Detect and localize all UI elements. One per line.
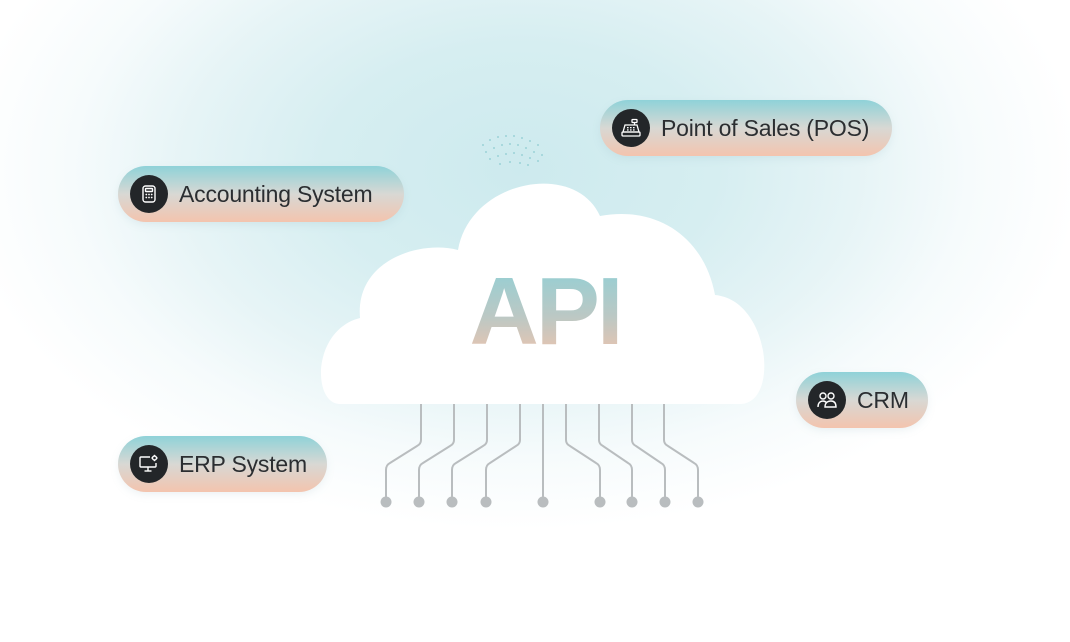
connector-line (598, 404, 633, 502)
connector-line (418, 404, 455, 502)
connector-endpoint (446, 496, 458, 508)
node-erp-system[interactable]: ERP System (118, 436, 327, 492)
node-label: Accounting System (179, 180, 373, 207)
node-label: Point of Sales (POS) (661, 114, 870, 141)
monitor-gear-icon (130, 445, 168, 483)
connector-endpoint (594, 496, 606, 508)
connector-endpoint (380, 496, 392, 508)
connector-line (663, 404, 699, 502)
dot-pattern (482, 135, 543, 166)
connector-endpoint (413, 496, 425, 508)
connector-line (451, 404, 488, 502)
connector-line (631, 404, 666, 502)
connector-endpoint (537, 496, 549, 508)
connector-line (385, 404, 422, 502)
connector-endpoint (480, 496, 492, 508)
calculator-icon (130, 175, 168, 213)
connector-endpoint (626, 496, 638, 508)
users-icon (808, 381, 846, 419)
connector-line (565, 404, 601, 502)
cloud-shape (321, 183, 765, 404)
cash-register-icon (612, 109, 650, 147)
node-accounting-system[interactable]: Accounting System (118, 166, 404, 222)
connector-endpoint (692, 496, 704, 508)
connector-line (485, 404, 521, 502)
connector-endpoint (659, 496, 671, 508)
node-point-of-sales[interactable]: Point of Sales (POS) (600, 100, 892, 156)
node-label: CRM (857, 386, 909, 413)
node-label: ERP System (179, 450, 307, 477)
api-label: API (463, 262, 627, 362)
node-crm[interactable]: CRM (796, 372, 928, 428)
